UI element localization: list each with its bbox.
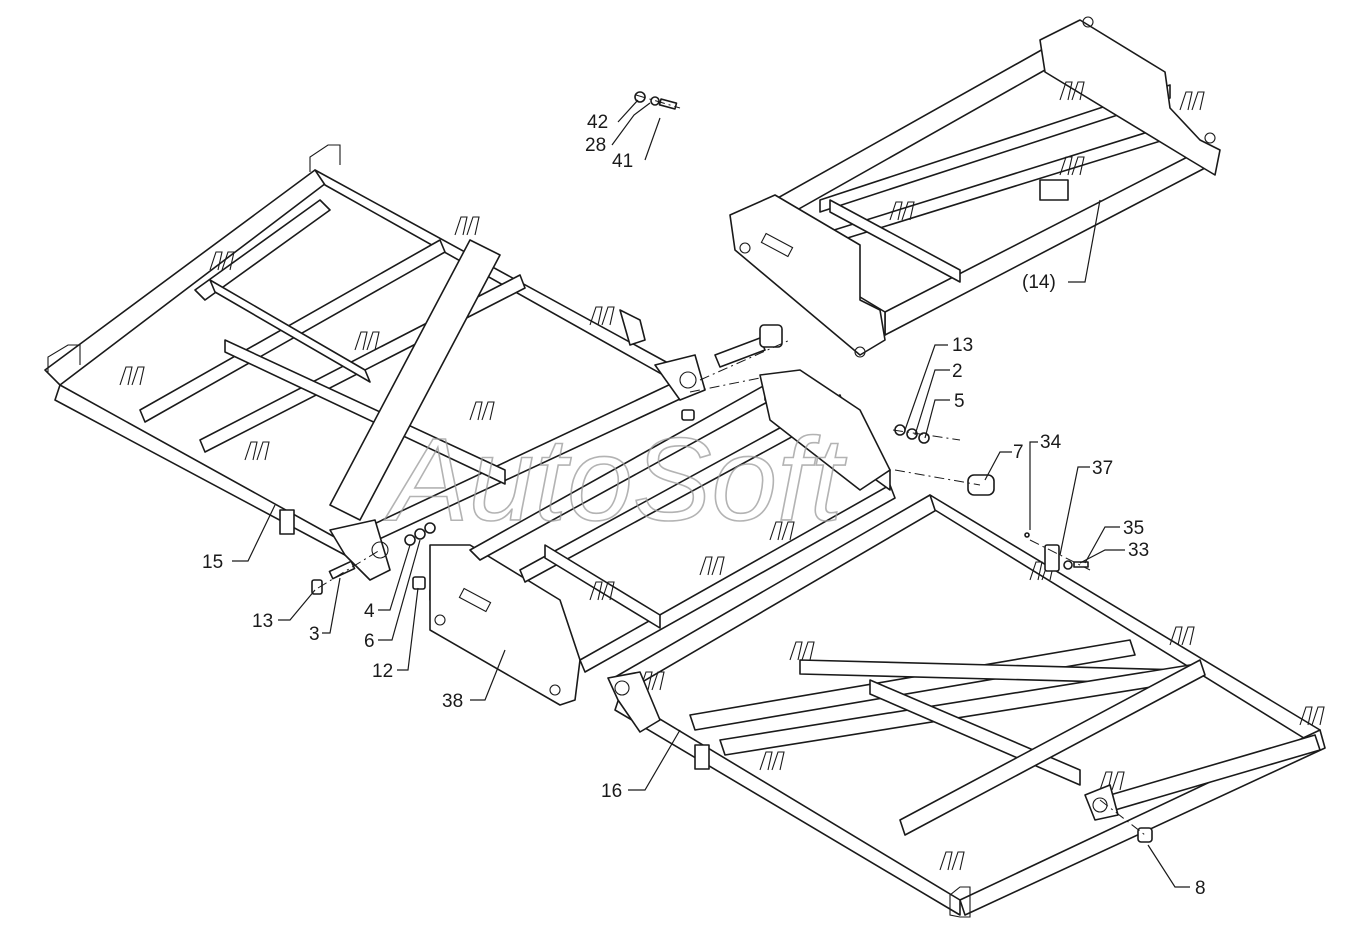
callout-37: 37 [1092,458,1113,479]
callout-6: 6 [364,631,375,652]
callout-8: 8 [1195,878,1206,899]
callout-5: 5 [954,391,965,412]
callout-13-left: 13 [252,611,273,632]
frame-part-15 [44,144,706,581]
callout-labels: 42 28 41 (14) 13 2 5 7 34 37 35 33 15 13… [202,112,1206,899]
callout-12: 12 [372,661,393,682]
callout-4: 4 [364,601,375,622]
callout-28: 28 [585,135,606,156]
frame-part-14 [729,16,1221,358]
callout-7: 7 [1013,442,1024,463]
callout-13-right: 13 [952,335,973,356]
callout-35: 35 [1123,518,1144,539]
callout-42: 42 [587,112,608,133]
frame-part-38 [429,369,896,706]
callout-leaders [232,99,1190,888]
callout-33: 33 [1128,540,1149,561]
watermark-text: AutoSoft [384,414,847,546]
assembly-lines [317,94,1146,836]
hardware-parts [311,91,1153,843]
callout-16: 16 [601,781,622,802]
callout-3: 3 [309,624,320,645]
callout-38: 38 [442,691,463,712]
frame-part-16 [607,494,1326,918]
callout-2: 2 [952,361,963,382]
callout-14: (14) [1022,272,1056,293]
callout-34: 34 [1040,432,1062,453]
callout-41: 41 [612,151,633,172]
callout-15: 15 [202,552,223,573]
